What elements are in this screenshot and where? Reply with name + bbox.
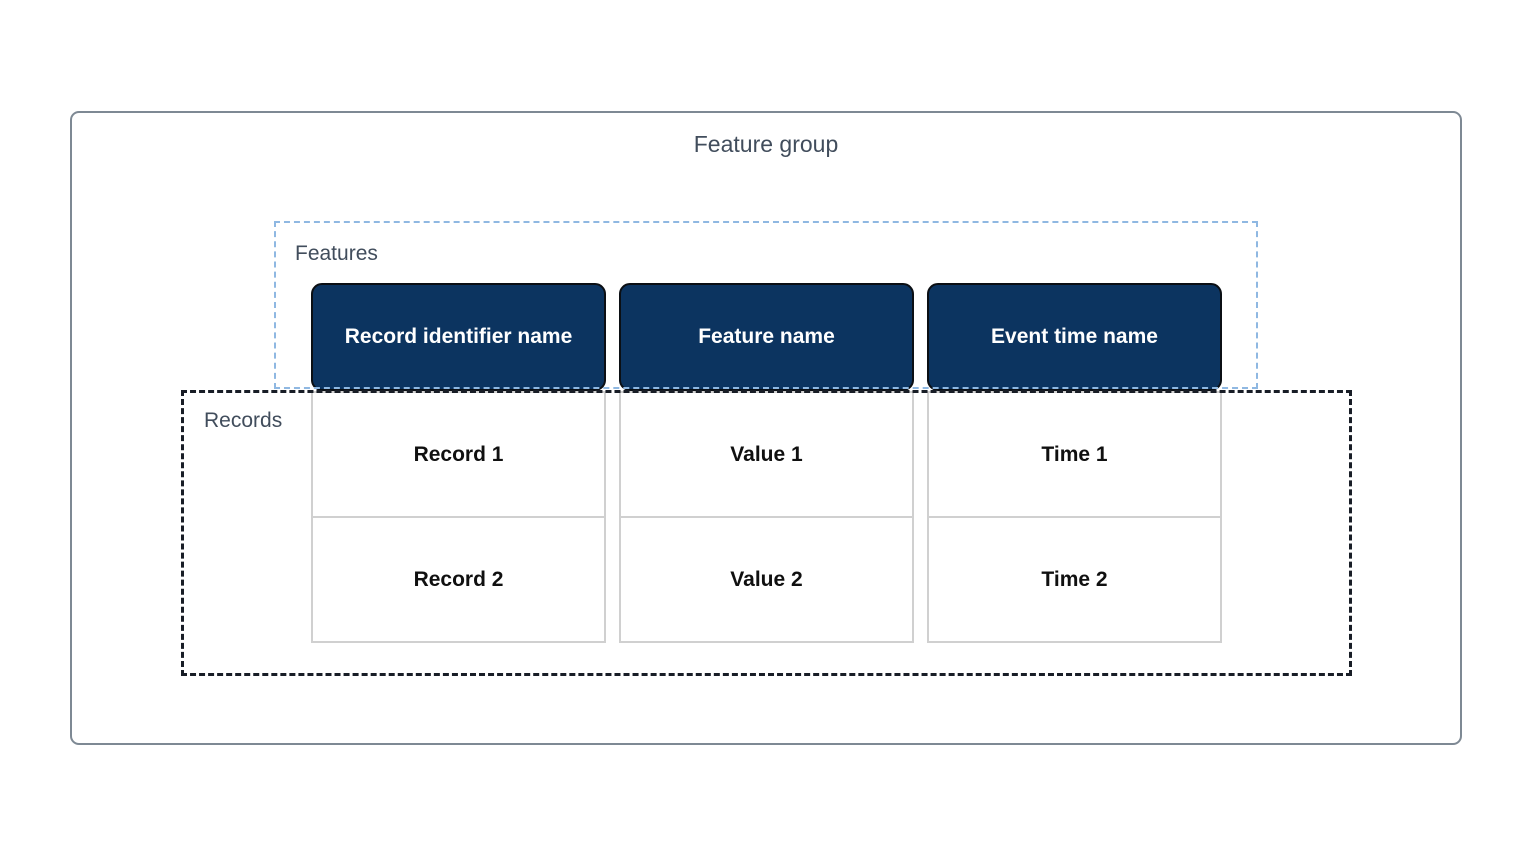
- table-cell: Time 2: [927, 516, 1222, 643]
- table-cell: Value 2: [619, 516, 914, 643]
- feature-table: Record identifier name Record 1 Record 2…: [311, 283, 1222, 643]
- column-header-event-time: Event time name: [927, 283, 1222, 391]
- table-cell: Record 2: [311, 516, 606, 643]
- table-cell: Time 1: [927, 391, 1222, 518]
- column-feature-name: Feature name Value 1 Value 2: [619, 283, 914, 643]
- column-event-time: Event time name Time 1 Time 2: [927, 283, 1222, 643]
- column-header-feature-name: Feature name: [619, 283, 914, 391]
- column-record-identifier: Record identifier name Record 1 Record 2: [311, 283, 606, 643]
- column-cells-feature-name: Value 1 Value 2: [619, 391, 914, 643]
- feature-group-title: Feature group: [693, 131, 839, 157]
- table-cell: Record 1: [311, 391, 606, 518]
- table-cell: Value 1: [619, 391, 914, 518]
- column-cells-event-time: Time 1 Time 2: [927, 391, 1222, 643]
- column-header-record-identifier: Record identifier name: [311, 283, 606, 391]
- column-cells-record-identifier: Record 1 Record 2: [311, 391, 606, 643]
- feature-group-box: [70, 111, 1462, 745]
